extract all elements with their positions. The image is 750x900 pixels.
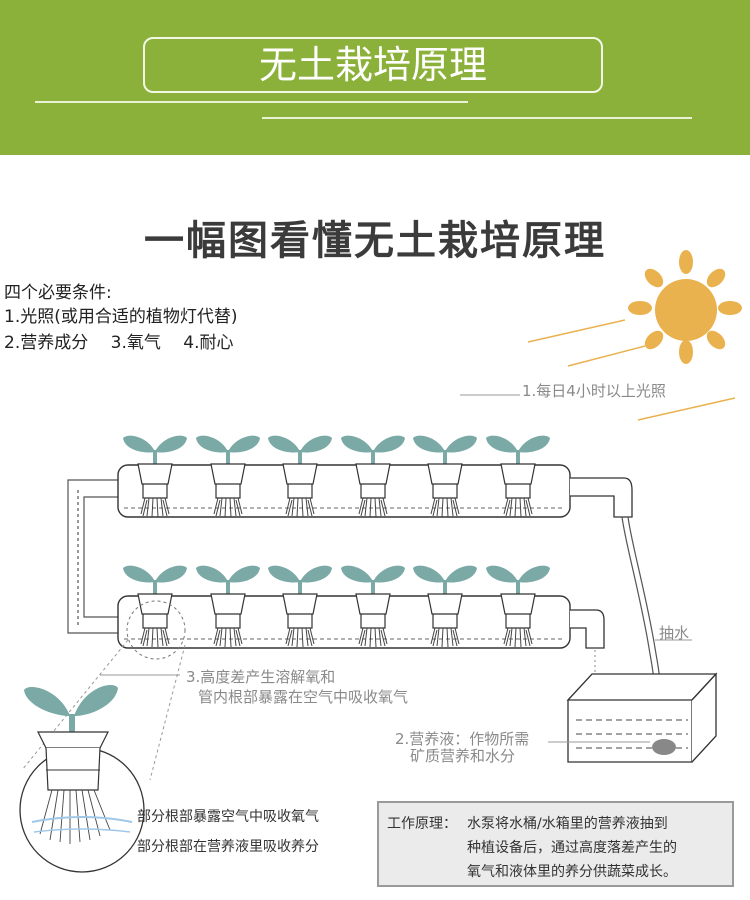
work-principle-label: 工作原理： — [387, 816, 457, 832]
work-principle-line-2: 种植设备后，通过高度落差产生的 — [467, 840, 677, 856]
root-detail-zoom — [19, 685, 145, 873]
sun-icon — [628, 250, 742, 364]
banner-underline-1 — [35, 101, 468, 103]
label-root-air: 部分根部暴露空气中吸收氧气 — [137, 809, 319, 825]
pipe-frame — [67, 479, 118, 634]
condition-line-2: 2.营养成分 3.氧气 4.耐心 — [4, 333, 234, 353]
light-rays — [527, 319, 736, 421]
title-banner: 无土栽培原理 — [0, 0, 750, 155]
page-headline: 一幅图看懂无土栽培原理 — [144, 218, 606, 264]
work-principle-line-3: 氧气和液体里的养分供蔬菜成长。 — [467, 864, 677, 880]
label-light: 1.每日4小时以上光照 — [522, 382, 666, 400]
banner-frame — [143, 37, 603, 93]
label-nutrient-1: 2.营养液：作物所需 — [395, 730, 530, 748]
label-oxygen-1: 3.高度差产生溶解氧和 — [186, 668, 336, 686]
label-pump: 抽水 — [659, 624, 690, 642]
condition-line-1: 1.光照(或用合适的植物灯代替) — [4, 307, 238, 327]
work-principle-box: 工作原理： 水泵将水桶/水箱里的营养液抽到 种植设备后，通过高度落差产生的 氧气… — [377, 801, 734, 887]
banner-title: 无土栽培原理 — [258, 43, 487, 87]
conditions-heading: 四个必要条件: — [4, 283, 112, 303]
label-nutrient-2: 矿质营养和水分 — [410, 747, 516, 765]
water-tank — [566, 672, 718, 763]
pump-icon — [652, 739, 676, 755]
banner-underline-2 — [262, 117, 692, 119]
work-principle-line-1: 水泵将水桶/水箱里的营养液抽到 — [467, 816, 668, 832]
label-root-water: 部分根部在营养液里吸收养分 — [137, 839, 319, 855]
label-oxygen-2: 管内根部暴露在空气中吸收氧气 — [198, 688, 409, 706]
